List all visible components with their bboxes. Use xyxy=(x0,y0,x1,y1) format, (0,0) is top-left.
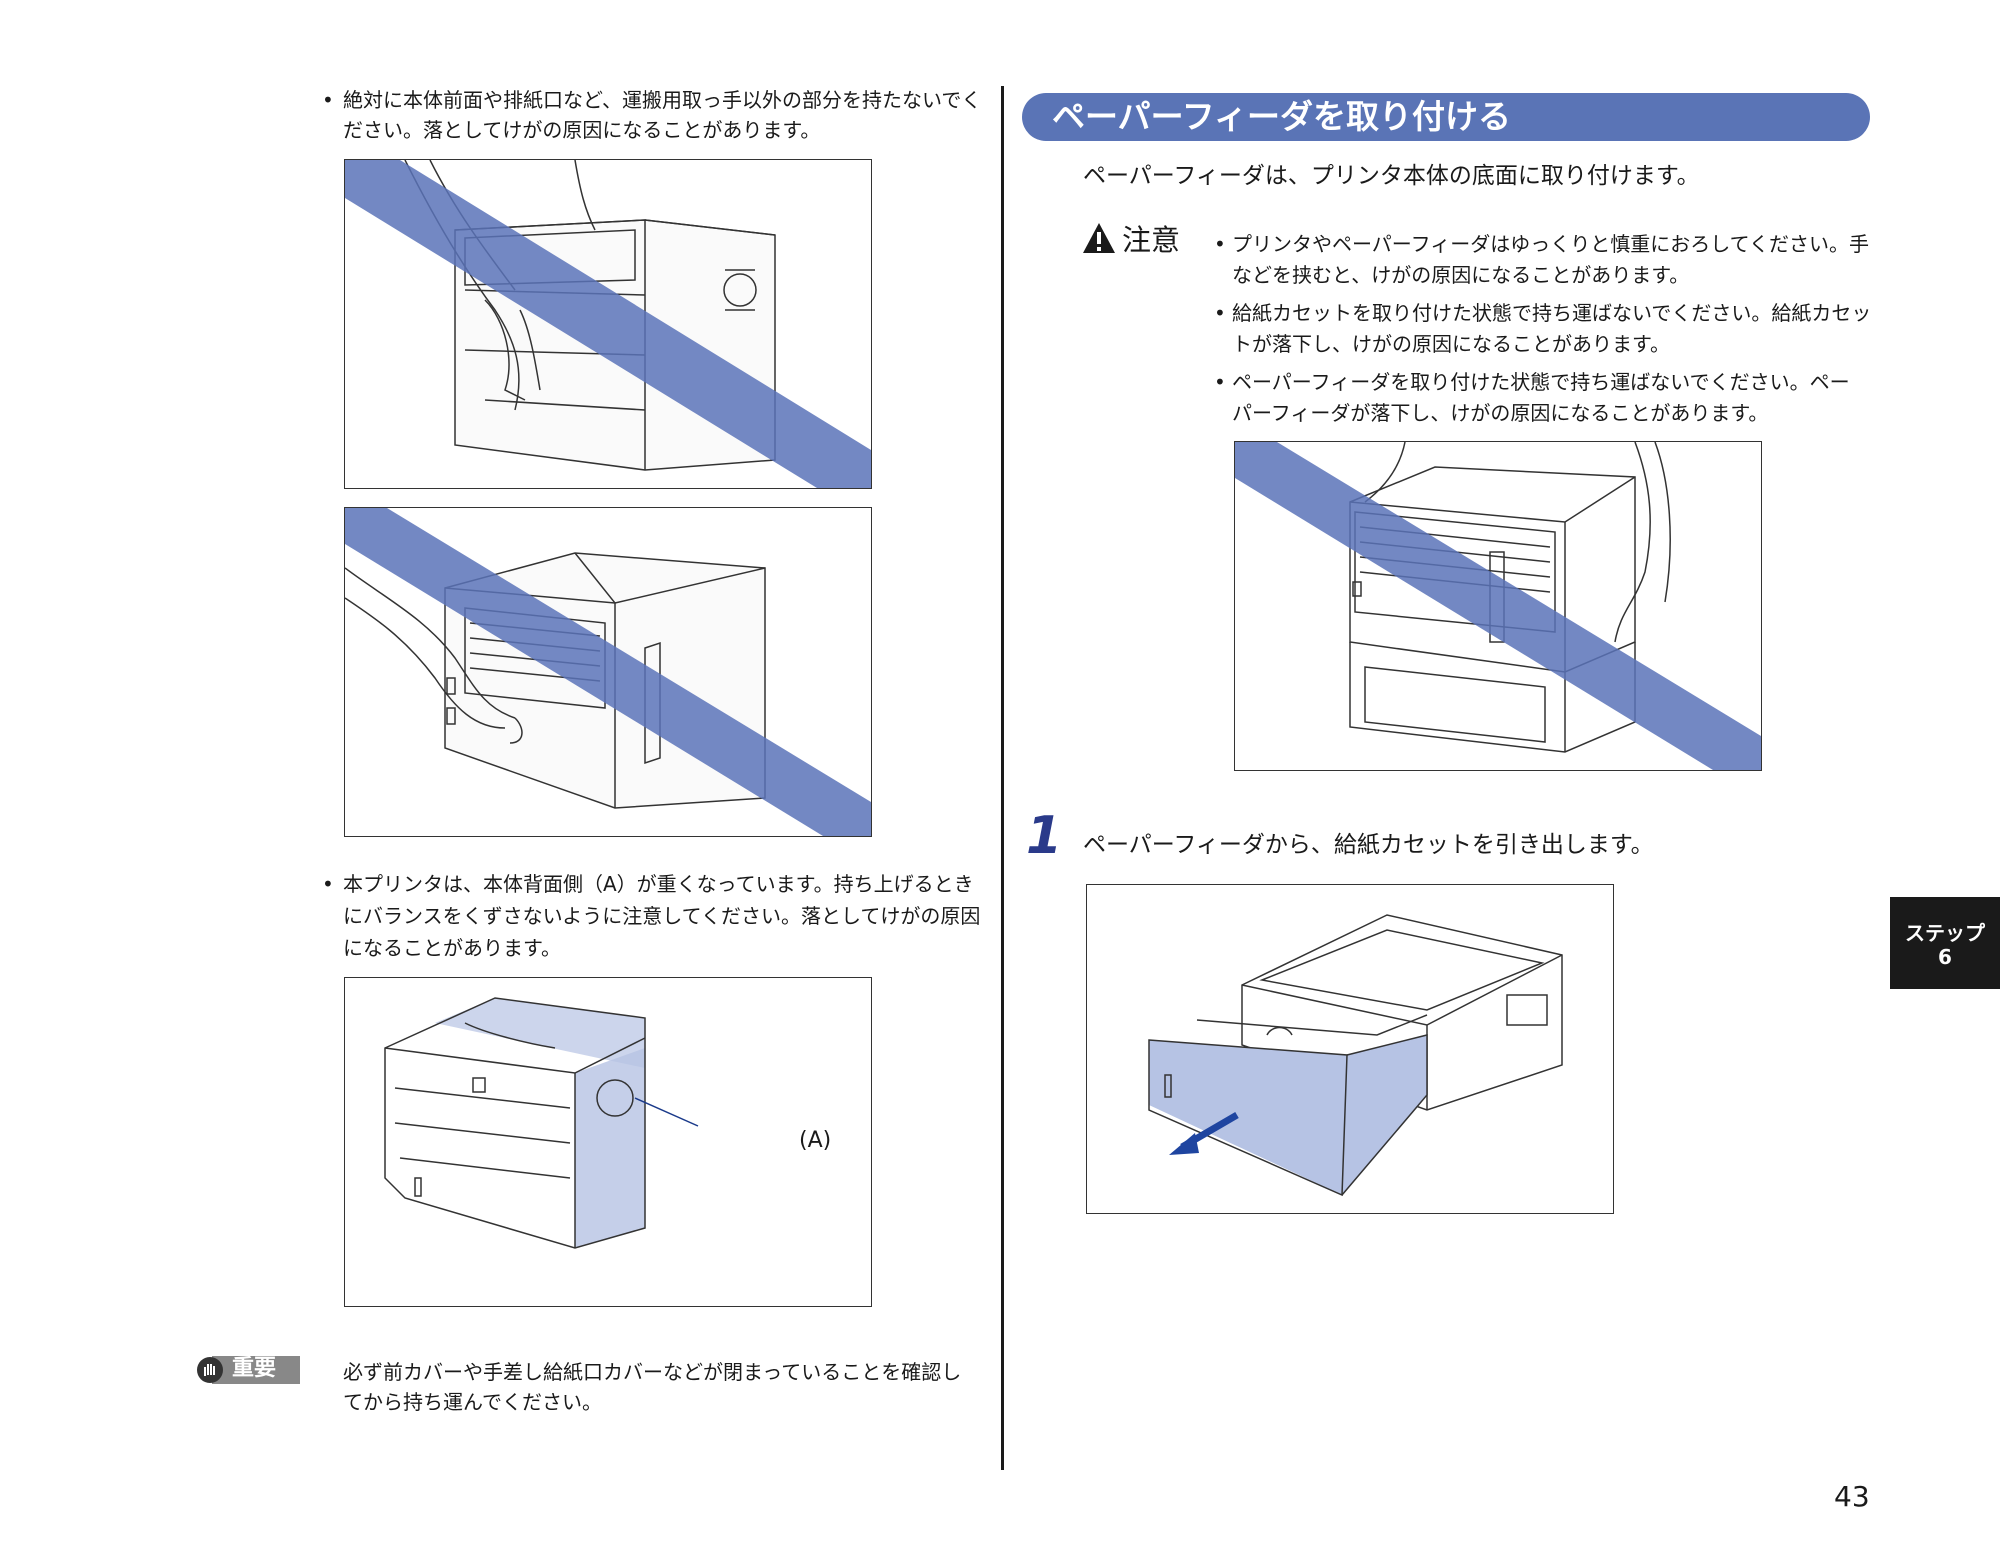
side-tab-label: ステップ xyxy=(1905,921,1985,945)
section-title: ペーパーフィーダを取り付ける xyxy=(1052,97,1512,136)
callout-label-a: (A) xyxy=(799,1128,832,1153)
bullet-2-line-3: になることがあります。 xyxy=(343,936,561,960)
important-line-2: てから持ち運んでください。 xyxy=(343,1390,602,1414)
figure-front-carry-prohibited xyxy=(344,159,872,489)
bullet-dot: • xyxy=(322,872,334,896)
important-line-1: 必ず前カバーや手差し給紙口カバーなどが閉まっていることを確認し xyxy=(343,1360,962,1384)
caution-3-line-2: パーフィーダが落下し、けがの原因になることがあります。 xyxy=(1232,401,1769,425)
bullet-dot: • xyxy=(1214,232,1226,256)
bullet-dot: • xyxy=(322,88,334,112)
hand-icon xyxy=(204,1364,215,1376)
caution-3-line-1: ペーパーフィーダを取り付けた状態で持ち運ばないでください。ペー xyxy=(1232,370,1850,394)
warning-triangle-icon xyxy=(1082,221,1116,259)
bullet-dot: • xyxy=(1214,301,1226,325)
caution-1-line-1: プリンタやペーパーフィーダはゆっくりと慎重におろしてください。手 xyxy=(1232,232,1869,256)
figure-feeder-carry-prohibited xyxy=(1234,441,1762,771)
side-tab-number: 6 xyxy=(1938,945,1952,969)
column-divider xyxy=(1001,86,1004,1470)
caution-label: 注意 xyxy=(1122,223,1181,257)
important-label: 重要 xyxy=(232,1356,277,1381)
caution-2-line-2: トが落下し、けがの原因になることがあります。 xyxy=(1232,332,1670,356)
pull-arrow-icon xyxy=(1169,1133,1199,1155)
section-header-bar xyxy=(1022,93,1870,141)
caution-1-line-2: などを挟むと、けがの原因になることがあります。 xyxy=(1232,263,1690,287)
bullet-1-line-2: ださい。落としてけがの原因になることがあります。 xyxy=(343,118,821,142)
bullet-1-line-1: 絶対に本体前面や排紙口など、運搬用取っ手以外の部分を持たないでく xyxy=(343,88,982,112)
bullet-2-line-1: 本プリンタは、本体背面側（A）が重くなっています。持ち上げるとき xyxy=(343,872,974,896)
page-number: 43 xyxy=(1834,1480,1870,1513)
figure-pull-out-cassette xyxy=(1086,884,1614,1214)
bullet-2-line-2: にバランスをくずさないように注意してください。落としてけがの原因 xyxy=(343,904,981,928)
caution-2-line-1: 給紙カセットを取り付けた状態で持ち運ばないでください。給紙カセッ xyxy=(1232,301,1872,325)
lead-text: ペーパーフィーダは、プリンタ本体の底面に取り付けます。 xyxy=(1083,163,1700,189)
important-badge: 重要 xyxy=(196,1356,300,1384)
figure-heavy-back-side: (A) xyxy=(344,977,872,1307)
bullet-dot: • xyxy=(1214,370,1226,394)
side-step-tab: ステップ 6 xyxy=(1890,897,2000,989)
step-number: 1 xyxy=(1026,806,1063,866)
step-text: ペーパーフィーダから、給紙カセットを引き出します。 xyxy=(1083,832,1654,858)
figure-back-carry-prohibited xyxy=(344,507,872,837)
